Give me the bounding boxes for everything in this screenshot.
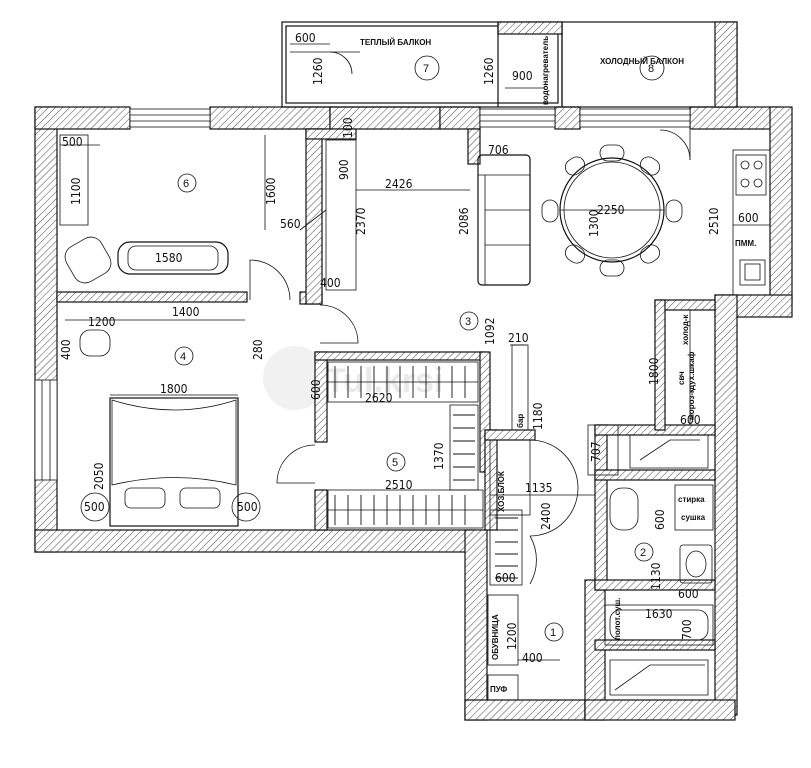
dishwasher-label: ПММ. <box>735 239 756 248</box>
dim-900-balcony: 900 <box>512 69 533 83</box>
laundry-label: стирка <box>678 495 705 504</box>
bar-label: бар <box>516 414 525 428</box>
watermark: Tul.krsi <box>263 346 443 410</box>
dim-1200-room4: 1200 <box>88 315 116 329</box>
kitchen: 2510 600 ПММ. холод-к свч дух.шкаф мороз… <box>647 149 771 427</box>
dim-2050: 2050 <box>92 462 106 490</box>
dim-400-corridor: 400 <box>320 276 341 290</box>
towel-label: полот.суш. <box>613 598 622 640</box>
pouf-label: ПУФ <box>490 685 507 694</box>
dim-280: 280 <box>251 339 265 360</box>
exterior-walls <box>34 106 793 721</box>
dim-2510-wardrobe: 2510 <box>385 478 413 492</box>
dim-600-kitchen: 600 <box>738 211 759 225</box>
dim-600-bath: 600 <box>653 509 667 530</box>
room-6: 6 500 1100 1600 560 1580 <box>59 134 301 301</box>
dim-706: 706 <box>488 143 509 157</box>
dim-700: 700 <box>680 619 694 640</box>
room-7-number: 7 <box>423 63 429 75</box>
dim-1100: 1100 <box>69 177 83 205</box>
dining-table: 2250 1300 <box>541 144 683 277</box>
dim-1800-bed: 1800 <box>160 382 188 396</box>
dim-600-wardrobe: 600 <box>309 379 323 400</box>
top-windows <box>129 108 691 128</box>
warm-balcony-label: ТЕПЛЫЙ БАЛКОН <box>360 38 431 47</box>
dim-1260-a: 1260 <box>311 57 325 85</box>
dim-1370: 1370 <box>432 442 446 470</box>
room-3: 3 900 100 2426 2370 400 706 2086 1092 21… <box>299 117 691 346</box>
freezer-label: мороз-к <box>687 388 696 420</box>
room-1-number: 1 <box>550 627 556 639</box>
dim-1092: 1092 <box>483 318 497 345</box>
room-5-number: 5 <box>392 457 398 469</box>
dim-500-right: 500 <box>237 500 258 514</box>
dim-600-bath-b: 600 <box>678 587 699 601</box>
dim-600-fridge: 600 <box>680 413 701 427</box>
dim-1580: 1580 <box>155 251 183 265</box>
room-2: 2 600 стирка сушка 1130 600 полот.суш. 1… <box>604 484 714 696</box>
dim-1630: 1630 <box>645 607 673 621</box>
dim-100: 100 <box>341 117 355 138</box>
cold-balcony-label: ХОЛОДНЫЙ БАЛКОН <box>600 57 684 66</box>
room-5: 5 2620 600 1370 251 <box>309 361 484 529</box>
dim-1600: 1600 <box>264 177 278 205</box>
room-1: 1 ОБУВНИЦА 1200 400 ПУФ <box>487 594 564 701</box>
watermark-text: Tul.krsi <box>325 362 443 400</box>
dim-2370: 2370 <box>354 207 368 235</box>
dim-1130: 1130 <box>649 562 663 590</box>
dim-1180: 1180 <box>531 402 545 430</box>
hoz-block-label: ХОЗ.БЛОК <box>497 471 506 512</box>
dryer-label: сушка <box>681 513 706 522</box>
dim-2510-kitchen: 2510 <box>707 207 721 235</box>
dim-2400: 2400 <box>539 502 553 530</box>
dim-900-corridor: 900 <box>337 159 351 180</box>
dim-1135: 1135 <box>525 481 552 495</box>
dim-2086: 2086 <box>457 207 471 235</box>
room-3-number: 3 <box>465 316 471 328</box>
dim-600-balcony: 600 <box>295 31 316 45</box>
room-4-number: 4 <box>180 351 186 363</box>
bar-area: бар 1180 707 ХОЗ.БЛОК 1135 2400 600 <box>489 344 709 586</box>
room-4: 4 1200 1400 400 280 1800 2050 500 500 <box>59 305 316 527</box>
dim-1300: 1300 <box>587 209 601 237</box>
dim-400-hall: 400 <box>522 651 543 665</box>
interior-walls <box>56 128 716 651</box>
dim-500-room6: 500 <box>62 135 83 149</box>
boiler-label: водонагреватель <box>541 36 550 105</box>
micro-label: свч <box>677 371 686 385</box>
shoe-cabinet-label: ОБУВНИЦА <box>491 614 500 660</box>
dim-2250: 2250 <box>597 203 625 217</box>
room-2-number: 2 <box>640 547 646 559</box>
room-6-number: 6 <box>183 178 189 190</box>
dim-2426: 2426 <box>385 177 413 191</box>
dim-400-room4: 400 <box>59 339 73 360</box>
dim-1400: 1400 <box>172 305 200 319</box>
dim-1800-kitchen: 1800 <box>647 357 661 385</box>
fridge-label: холод-к <box>681 314 690 345</box>
dim-560: 560 <box>280 217 301 231</box>
dim-1260-b: 1260 <box>482 57 496 85</box>
room-8-number: 8 <box>648 63 654 75</box>
dim-500-left: 500 <box>84 500 105 514</box>
dim-1200-hall: 1200 <box>505 622 519 650</box>
oven-label: дух.шкаф <box>687 351 696 390</box>
dim-707: 707 <box>589 441 603 462</box>
balconies: ТЕПЛЫЙ БАЛКОН ХОЛОДНЫЙ БАЛКОН водонагрев… <box>281 21 738 108</box>
dim-210: 210 <box>508 331 529 345</box>
dim-2620: 2620 <box>365 391 393 405</box>
dim-600-hoz: 600 <box>495 571 516 585</box>
